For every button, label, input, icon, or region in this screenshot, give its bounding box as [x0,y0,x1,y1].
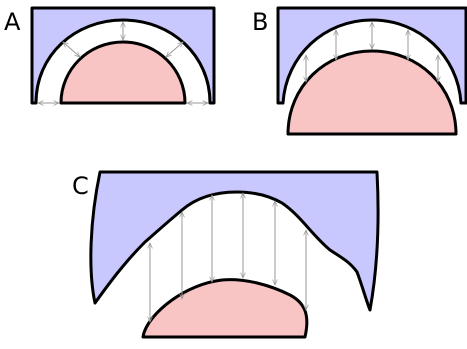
panel-b-outer-shape [276,6,467,105]
panel-a-label: A [4,8,21,36]
panel-a-outer-shape [30,6,216,105]
panel-c-inner-shape [141,278,309,339]
panel-a-arrows [38,22,208,103]
panel-c-outer-shape [89,170,380,312]
panel-b: B [252,6,467,136]
panel-c-arrows [150,193,306,322]
panel-b-arrows [306,22,438,82]
panel-a-arrow [63,42,80,57]
panel-a: A [4,6,216,105]
panel-a-inner-shape [59,40,187,105]
panel-a-arrow [166,42,183,57]
panel-c: C [72,170,380,339]
panel-b-inner-shape [286,49,458,136]
panel-c-label: C [72,172,89,200]
panel-b-label: B [252,8,268,36]
